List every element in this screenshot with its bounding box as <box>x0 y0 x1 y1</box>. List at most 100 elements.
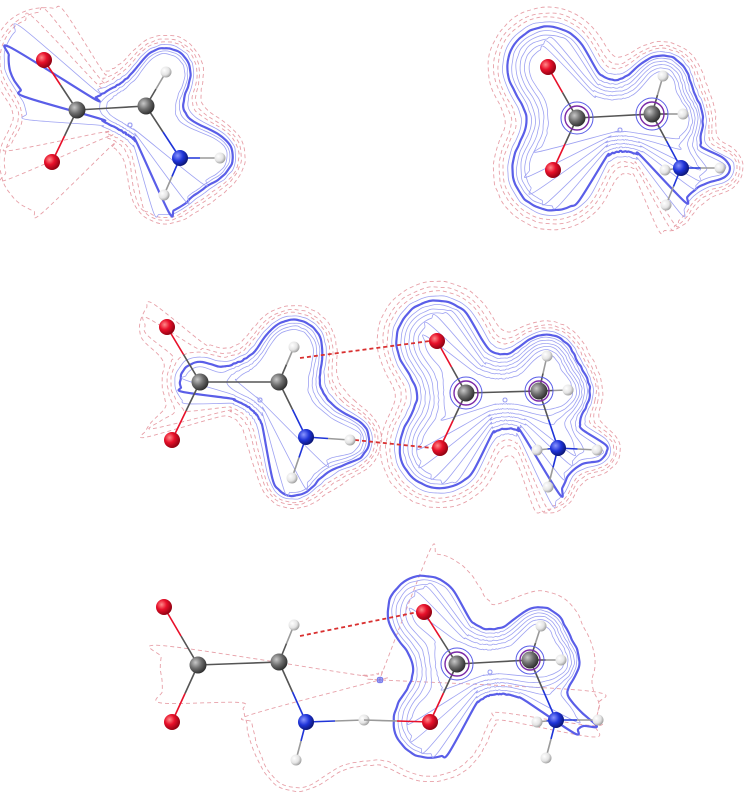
panel-monomer-neutral <box>487 6 744 235</box>
negative-contour-line <box>142 308 379 506</box>
positive-contour-line <box>511 30 727 210</box>
carbon-atom <box>68 101 86 119</box>
hydrogen-atom <box>555 654 567 666</box>
negative-contour-line <box>170 311 376 504</box>
oxygen-atom <box>159 319 175 335</box>
core-contour-ring <box>639 101 665 127</box>
nitrogen-atom <box>172 150 188 166</box>
carbon-atom <box>137 97 155 115</box>
oxygen-atom <box>540 59 556 75</box>
hydrogen-atom <box>541 350 553 362</box>
hydrogen-atom <box>214 152 226 164</box>
panel-dimer-b <box>148 543 607 793</box>
carbon-atom <box>521 651 539 669</box>
core-contour-ring <box>560 101 594 135</box>
panel-monomer-zwitterion <box>0 5 246 225</box>
positive-contour-line <box>226 325 365 491</box>
positive-contour-line <box>174 315 373 500</box>
oxygen-atom <box>422 714 438 730</box>
hydrogen-atom <box>160 66 172 78</box>
negative-contour-line <box>382 286 617 513</box>
hydrogen-atom <box>290 754 302 766</box>
core-contour-ring <box>519 649 541 671</box>
positive-contour-line <box>405 591 569 725</box>
oxygen-atom <box>156 599 172 615</box>
hydrogen-atom <box>657 70 669 82</box>
positive-contour-line <box>127 122 133 128</box>
hydrogen-atom <box>535 620 547 632</box>
carbon-atom <box>530 382 548 400</box>
core-contour-ring <box>524 376 554 406</box>
positive-contour-line <box>408 312 583 480</box>
positive-contour-line <box>395 299 609 498</box>
hydrogen-bond <box>299 340 431 359</box>
core-contour-ring <box>564 105 590 131</box>
positive-contour-line <box>177 318 371 498</box>
core-contour-ring <box>449 376 483 410</box>
hydrogen-atom <box>542 481 554 493</box>
carbon-atom <box>189 656 207 674</box>
hydrogen-atom <box>659 164 671 176</box>
carbon-atom <box>191 373 209 391</box>
hydrogen-atom <box>288 341 300 353</box>
core-contour-ring <box>440 647 474 681</box>
panel-dimer-a <box>138 280 621 514</box>
hydrogen-atom <box>531 444 543 456</box>
negative-contour-line <box>138 301 383 509</box>
oxygen-atom <box>44 154 60 170</box>
positive-contour-line <box>413 314 581 469</box>
hydrogen-atom <box>562 384 574 396</box>
hydrogen-bond <box>299 611 419 637</box>
oxygen-atom <box>429 333 445 349</box>
positive-contour-line <box>523 40 694 178</box>
carbon-atom <box>568 109 586 127</box>
positive-contour-line <box>617 127 623 133</box>
core-contour-ring <box>453 380 479 406</box>
hydrogen-atom <box>660 199 672 211</box>
hydrogen-bond <box>354 439 433 449</box>
oxygen-atom <box>432 440 448 456</box>
negative-contour-line <box>376 280 621 514</box>
positive-contour-line <box>377 677 383 683</box>
positive-contour-line <box>404 308 586 484</box>
negative-contour-line <box>0 5 246 225</box>
oxygen-atom <box>164 714 180 730</box>
positive-contour-line <box>3 44 234 218</box>
positive-contour-line <box>3 23 237 218</box>
hydrogen-atom <box>531 716 543 728</box>
hydrogen-atom <box>158 189 170 201</box>
nitrogen-atom <box>548 712 564 728</box>
positive-contour-line <box>181 322 367 498</box>
oxygen-atom <box>164 432 180 448</box>
positive-contour-line <box>422 334 574 421</box>
carbon-atom <box>270 653 288 671</box>
positive-contour-line <box>515 34 708 206</box>
oxygen-atom <box>36 52 52 68</box>
core-contour-ring <box>515 645 545 675</box>
nitrogen-atom <box>298 714 314 730</box>
negative-contour-line <box>487 6 744 235</box>
nitrogen-atom <box>298 429 314 445</box>
core-contour-ring <box>444 651 470 677</box>
hydrogen-atom <box>714 162 726 174</box>
carbon-atom <box>643 105 661 123</box>
positive-contour-line <box>395 582 575 754</box>
positive-contour-line <box>501 21 735 218</box>
positive-contour-line <box>391 579 581 758</box>
hydrogen-atom <box>677 108 689 120</box>
positive-contour-line <box>386 574 599 759</box>
core-contour-ring <box>528 380 550 402</box>
positive-contour-line <box>105 53 228 187</box>
positive-contour-line <box>399 585 573 743</box>
negative-contour-line <box>493 12 741 232</box>
oxygen-atom <box>545 162 561 178</box>
positive-contour-line <box>400 304 604 485</box>
positive-contour-line <box>487 669 493 675</box>
positive-contour-line <box>519 36 702 195</box>
hydrogen-atom <box>540 752 552 764</box>
carbon-atom <box>448 655 466 673</box>
hydrogen-atom <box>344 434 356 446</box>
oxygen-atom <box>416 604 432 620</box>
negative-contour-line <box>0 12 240 218</box>
hydrogen-atom <box>591 444 603 456</box>
